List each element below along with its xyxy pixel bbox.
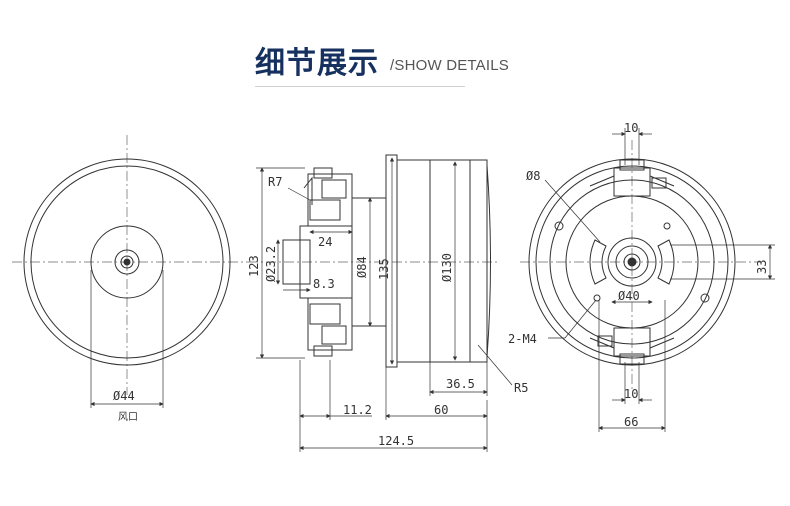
rear-dim-2m4: 2-M4 bbox=[508, 332, 537, 346]
side-dim-8-3: 8.3 bbox=[313, 277, 335, 291]
front-outer-circle-inner bbox=[30, 165, 224, 359]
page-title: 细节展示 bbox=[255, 46, 379, 81]
rear-outer-circle bbox=[528, 158, 736, 366]
rear-slot-right bbox=[657, 239, 675, 285]
rear-centerlines bbox=[520, 140, 760, 390]
page-subtitle: /SHOW DETAILS bbox=[390, 57, 510, 74]
rear-dim-top-10: 10 bbox=[624, 121, 638, 135]
side-view bbox=[248, 154, 513, 452]
front-label-fengkou: 风口 bbox=[118, 411, 138, 423]
side-dimensions bbox=[256, 157, 513, 452]
front-shaft-core bbox=[123, 258, 131, 266]
side-dim-124-5: 124.5 bbox=[378, 434, 414, 448]
front-outer-circle bbox=[23, 158, 231, 366]
rear-dimensions bbox=[544, 128, 775, 432]
side-dim-36-5: 36.5 bbox=[446, 377, 475, 391]
front-centerlines bbox=[12, 135, 248, 395]
front-shaft-circle bbox=[120, 255, 134, 269]
side-dim-130: Ø130 bbox=[440, 253, 454, 282]
title-underline bbox=[255, 86, 465, 87]
side-dim-11-2: 11.2 bbox=[343, 403, 372, 417]
side-dim-123: 123 bbox=[247, 255, 261, 277]
front-inlet-circle bbox=[90, 225, 164, 299]
side-dim-r5: R5 bbox=[514, 381, 528, 395]
side-shaft bbox=[282, 239, 311, 285]
rear-view bbox=[520, 128, 775, 432]
rear-bolt-circle bbox=[549, 179, 715, 345]
front-dim-44-label: Ø44 bbox=[113, 389, 135, 403]
rear-slot-left bbox=[589, 239, 607, 285]
rear-bearing-circle bbox=[607, 237, 657, 287]
rear-dim-bottom-10: 10 bbox=[624, 387, 638, 401]
rear-dim-d8: Ø8 bbox=[526, 169, 540, 183]
rear-bolt-hole bbox=[554, 221, 564, 231]
rear-brush-top bbox=[613, 167, 651, 197]
front-dim-44 bbox=[90, 270, 164, 408]
side-dim-60: 60 bbox=[434, 403, 448, 417]
side-dim-24: 24 bbox=[318, 235, 332, 249]
rear-brush-bottom bbox=[613, 327, 651, 357]
rear-dim-33: 33 bbox=[755, 260, 769, 274]
rear-dim-d40: Ø40 bbox=[618, 289, 640, 303]
side-dim-135: 135 bbox=[377, 258, 391, 280]
side-dim-r7: R7 bbox=[268, 175, 282, 189]
rear-dim-66: 66 bbox=[624, 415, 638, 429]
side-dim-84: Ø84 bbox=[355, 256, 369, 278]
side-dim-23-2: Ø23.2 bbox=[264, 246, 278, 282]
front-view bbox=[12, 135, 248, 408]
front-hub-circle bbox=[114, 249, 140, 275]
rear-bolt-hole bbox=[700, 293, 710, 303]
header: 细节展示 /SHOW DETAILS bbox=[0, 0, 790, 100]
